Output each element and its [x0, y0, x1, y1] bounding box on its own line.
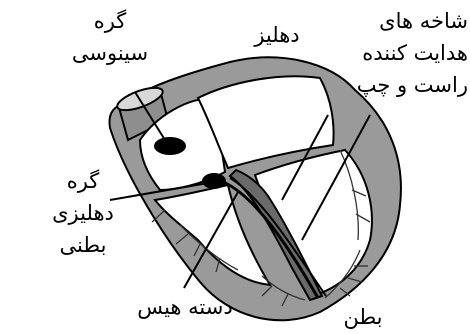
label-sa-node-line-1: گره: [50, 8, 170, 34]
sa-node: [154, 137, 186, 155]
label-atrium: دهلیز: [232, 22, 322, 48]
label-av-node-line-3: بطنی: [28, 232, 138, 258]
label-branches-line-3: راست و چپ: [330, 72, 468, 98]
label-av-node-line-1: گره: [28, 168, 138, 194]
label-branches-line-2: هدایت کننده: [330, 40, 468, 66]
label-ventricle: بطن: [328, 304, 398, 330]
label-his-bundle: دسته هیس: [120, 294, 250, 320]
label-av-node: گره دهلیزی بطنی: [28, 168, 138, 258]
label-sa-node-line-2: سینوسی: [50, 40, 170, 66]
label-av-node-line-2: دهلیزی: [28, 200, 138, 226]
label-conducting-branches: شاخه های هدایت کننده راست و چپ: [330, 8, 468, 98]
label-branches-line-1: شاخه های: [330, 8, 468, 34]
label-sa-node: گره سینوسی: [50, 8, 170, 66]
av-node: [202, 173, 226, 189]
